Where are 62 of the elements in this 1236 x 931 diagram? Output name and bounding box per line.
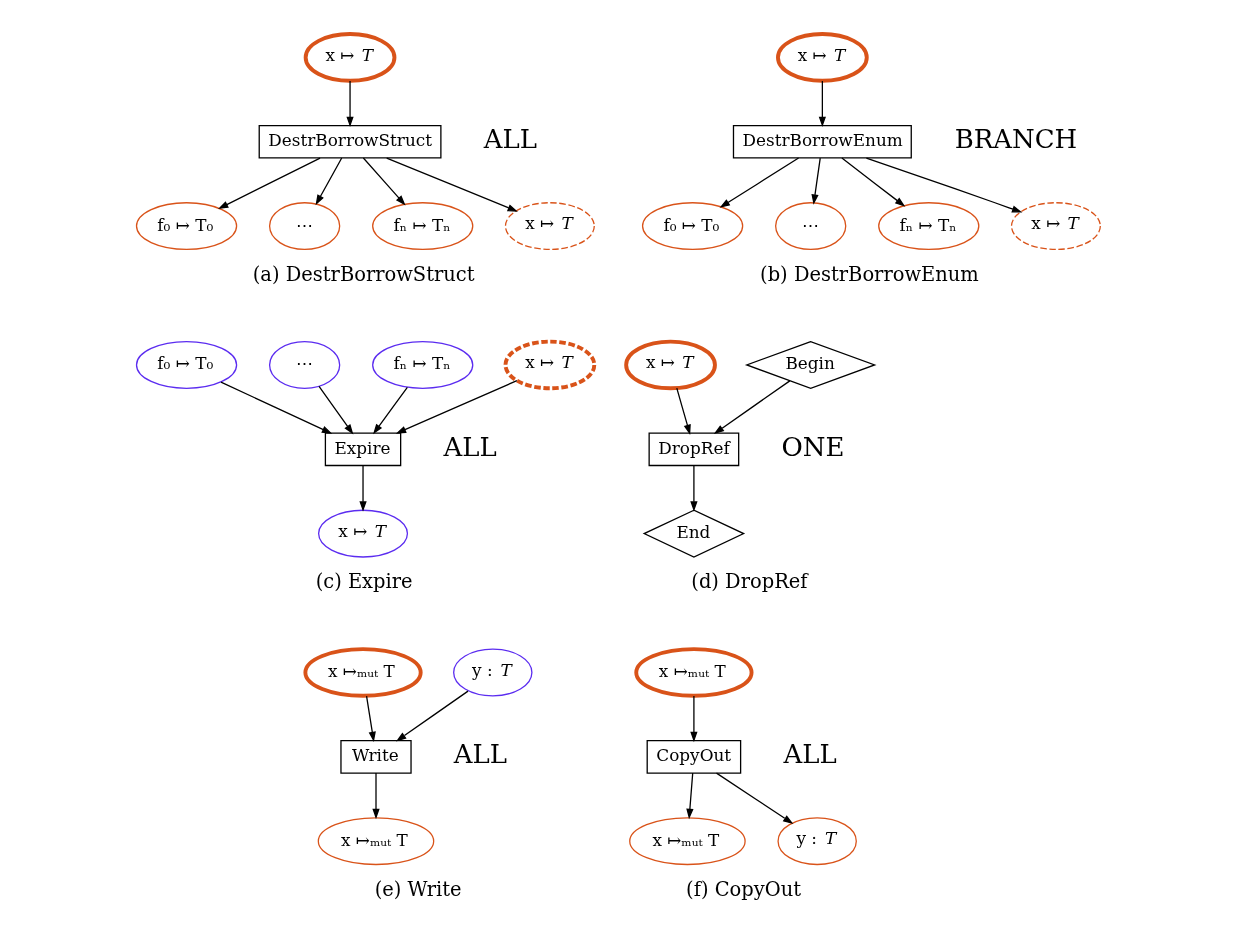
node-box: DestrBorrowEnum — [732, 124, 912, 159]
node-ellipse: ⋯ — [775, 202, 847, 251]
arrow — [365, 695, 376, 743]
node-diamond: End — [642, 509, 746, 558]
node-box: DestrBorrowStruct — [258, 124, 442, 159]
arrow — [690, 695, 698, 743]
arrow — [818, 80, 826, 128]
node-label: ALL — [783, 739, 837, 770]
arrow — [362, 157, 406, 206]
node-diamond: Begin — [744, 340, 877, 389]
node-ellipse: x ↦ₘᵤₜ T — [317, 817, 435, 866]
label: (f) CopyOut — [686, 877, 802, 901]
arrow — [686, 772, 694, 820]
label: (c) Expire — [315, 570, 413, 594]
node-ellipse: fₙ ↦ Tₙ — [372, 202, 474, 251]
label: (e) Write — [374, 877, 462, 901]
label: (d) DropRef — [691, 570, 808, 594]
node-ellipse: f₀ ↦ T₀ — [135, 340, 238, 389]
arrow — [690, 464, 698, 512]
arrow — [315, 157, 343, 206]
arrow — [318, 385, 354, 435]
label: (b) DestrBorrowEnum — [760, 262, 979, 286]
arrow — [719, 157, 800, 208]
node-ellipse: x ↦ T — [503, 339, 597, 391]
node-label: ALL — [483, 124, 537, 155]
arrow — [373, 386, 408, 435]
node-box: Expire — [324, 432, 402, 467]
arrow — [395, 380, 518, 434]
node-label: ALL — [453, 739, 508, 770]
arrow — [841, 157, 906, 207]
arrow — [372, 772, 380, 820]
arrow — [713, 380, 791, 435]
arrow — [346, 80, 354, 128]
node-ellipse: y : T — [453, 648, 533, 697]
arrow — [395, 690, 469, 742]
node-ellipse: x ↦ T — [303, 32, 397, 83]
node-ellipse: ⋯ — [268, 340, 341, 389]
node-ellipse: x ↦ₘᵤₜ T — [629, 817, 746, 866]
arrow — [217, 157, 321, 210]
node-ellipse: x ↦ T — [776, 32, 869, 83]
node-ellipse: f₀ ↦ T₀ — [641, 202, 744, 251]
node-ellipse: x ↦ₘᵤₜ T — [634, 647, 754, 698]
node-label: ONE — [781, 431, 845, 462]
node-ellipse: fₙ ↦ Tₙ — [372, 340, 474, 389]
node-label: BRANCH — [954, 124, 1078, 155]
node-ellipse: x ↦ₘᵤₜ T — [303, 647, 423, 698]
arrow — [386, 157, 518, 212]
node-ellipse: x ↦ T — [317, 509, 409, 558]
arrow — [359, 464, 367, 512]
node-ellipse: ⋯ — [268, 202, 341, 251]
arrow — [811, 157, 821, 205]
node-box: DropRef — [648, 432, 740, 467]
arrow — [676, 387, 691, 435]
node-label: ALL — [443, 431, 497, 462]
arrow — [715, 772, 794, 825]
arrow — [220, 381, 333, 434]
node-box: CopyOut — [646, 739, 742, 774]
node-ellipse: x ↦ T — [624, 339, 717, 391]
node-box: Write — [340, 739, 412, 774]
label: (a) DestrBorrowStruct — [252, 262, 475, 286]
node-ellipse: fₙ ↦ Tₙ — [878, 202, 980, 251]
arrow — [865, 157, 1023, 213]
